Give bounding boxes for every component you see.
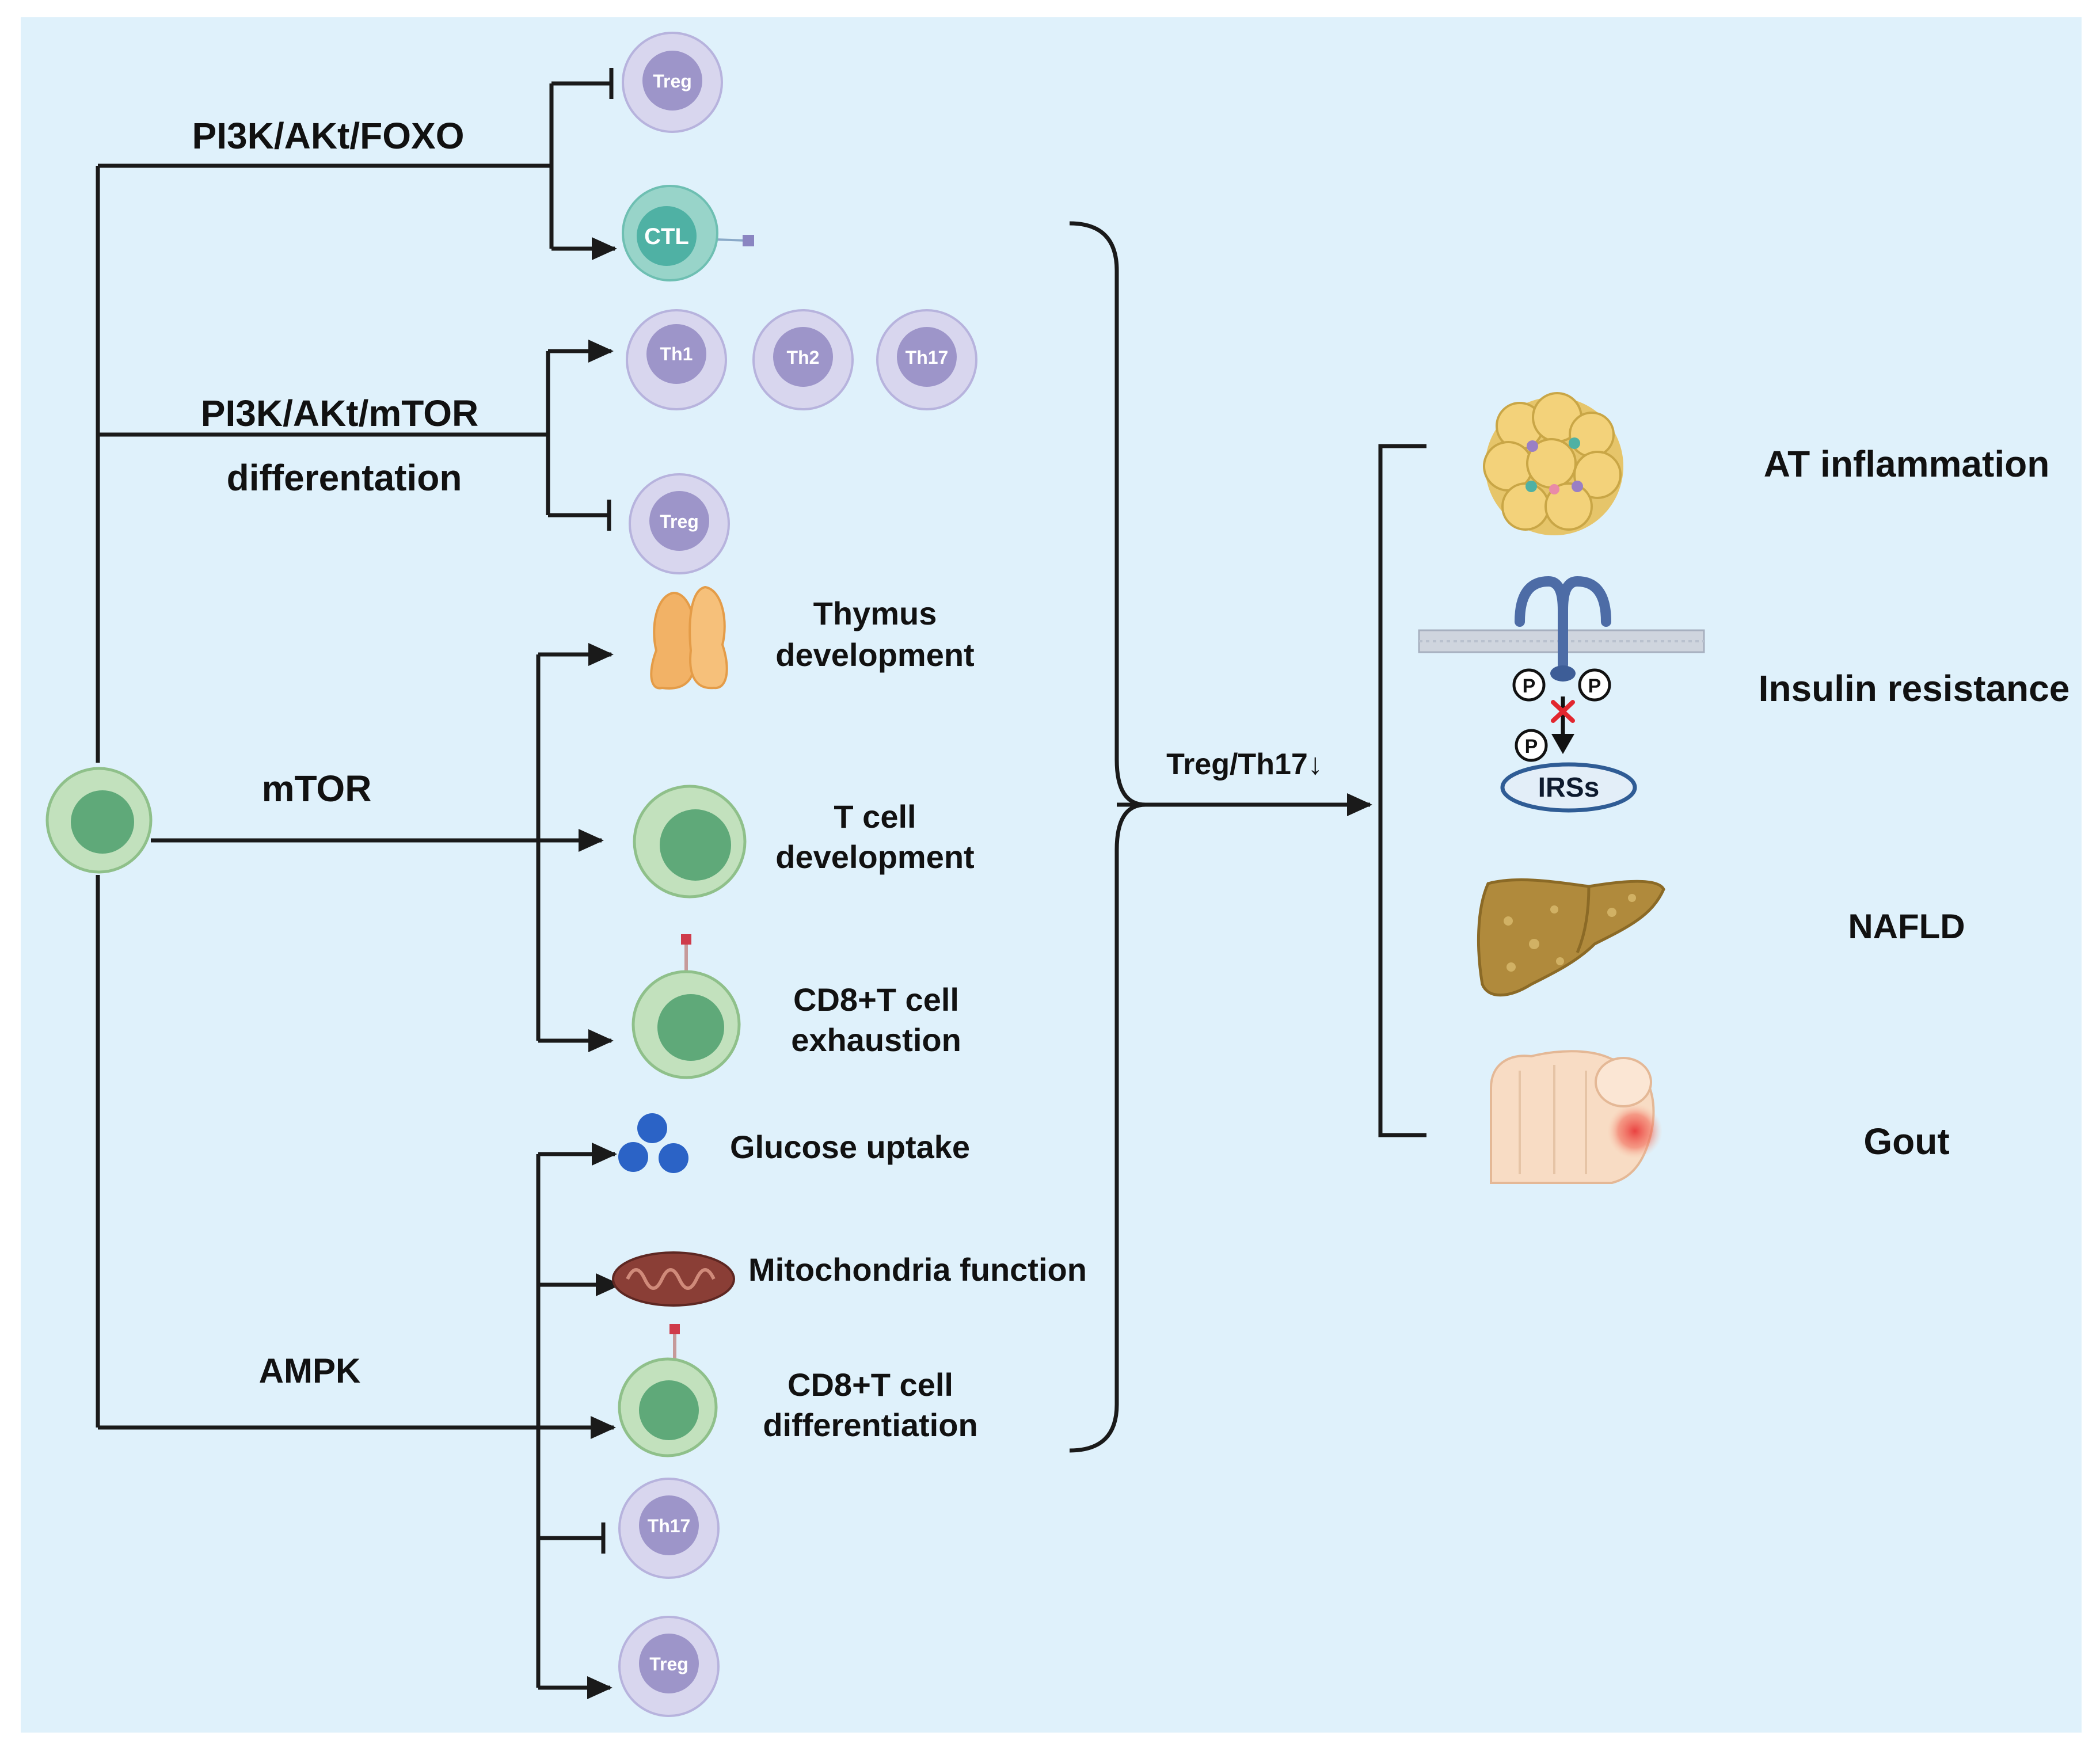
outcome-label-glucose: Glucose uptake	[730, 1129, 970, 1165]
cell-label: Treg	[653, 71, 692, 92]
treg-th17-label: Treg/Th17↓	[1166, 748, 1323, 781]
cell-label: Th2	[787, 347, 820, 368]
liver-icon	[1477, 878, 1665, 997]
pathway-label-pi3k-mtor: PI3K/AKt/mTOR	[201, 393, 478, 434]
cell-label: CTL	[644, 224, 689, 249]
background-panel	[21, 17, 2082, 1733]
outcome-label-differentiation-line2: differentiation	[763, 1407, 977, 1443]
phospho-label: P	[1523, 675, 1536, 697]
th17-cell: Th17	[876, 309, 977, 410]
outcome-label-differentiation-line1: CD8+T cell	[788, 1366, 953, 1403]
disease-label-at-inflammation: AT inflammation	[1764, 443, 2050, 485]
source-t-cell	[45, 767, 153, 874]
ampk-th17-cell: Th17	[618, 1478, 720, 1579]
pathway-label-foxo: PI3K/AKt/FOXO	[192, 115, 465, 157]
pi3k-treg-cell: Treg	[629, 473, 730, 574]
disease-label-insulin-resistance: Insulin resistance	[1759, 668, 2070, 709]
insulin-receptor-icon: P P P IRSs	[1418, 576, 1705, 813]
thymus-icon	[650, 585, 728, 690]
phospho-label: P	[1588, 675, 1601, 697]
cell-label: Treg	[649, 1654, 688, 1674]
pathway-label-mtor: mTOR	[262, 768, 372, 809]
disease-bracket	[1378, 444, 1426, 1137]
cell-label: Treg	[660, 511, 699, 532]
cell-label: Th17	[648, 1516, 691, 1536]
pathway-edges	[96, 68, 1426, 1699]
outcome-label-thymus-line1: Thymus	[813, 595, 937, 631]
outcome-label-tcell-line1: T cell	[834, 798, 916, 835]
phospho-label: P	[1525, 736, 1538, 758]
adipose-tissue-icon	[1483, 392, 1623, 535]
pathway-label-differentiation: differentation	[227, 457, 462, 498]
th1-cell: Th1	[626, 309, 727, 410]
pathway-label-ampk: AMPK	[259, 1352, 361, 1390]
irs-label: IRSs	[1538, 772, 1600, 803]
glucose-icon	[618, 1113, 688, 1173]
t-cell-development-cell	[633, 785, 747, 899]
outcome-label-thymus-line2: development	[775, 637, 974, 673]
outcome-label-mitochondria: Mitochondria function	[748, 1251, 1087, 1288]
outcome-label-exhaustion-line2: exhaustion	[791, 1022, 961, 1058]
cell-label: Th17	[906, 347, 949, 368]
ampk-treg-cell: Treg	[618, 1616, 720, 1717]
cd8-differentiation-cell	[618, 1324, 718, 1457]
foxo-treg-cell: Treg	[622, 32, 723, 133]
outcome-label-exhaustion-line1: CD8+T cell	[793, 981, 959, 1018]
ctl-cell: CTL	[622, 185, 754, 281]
mitochondria-icon	[612, 1251, 735, 1307]
disease-label-gout: Gout	[1863, 1121, 1949, 1162]
foot-gout-icon	[1490, 1050, 1663, 1184]
outcome-label-tcell-line2: development	[775, 839, 974, 875]
disease-label-nafld: NAFLD	[1848, 907, 1965, 946]
cell-label: Th1	[660, 344, 693, 364]
cd8-exhaustion-cell	[631, 934, 741, 1079]
th2-cell: Th2	[752, 309, 854, 410]
